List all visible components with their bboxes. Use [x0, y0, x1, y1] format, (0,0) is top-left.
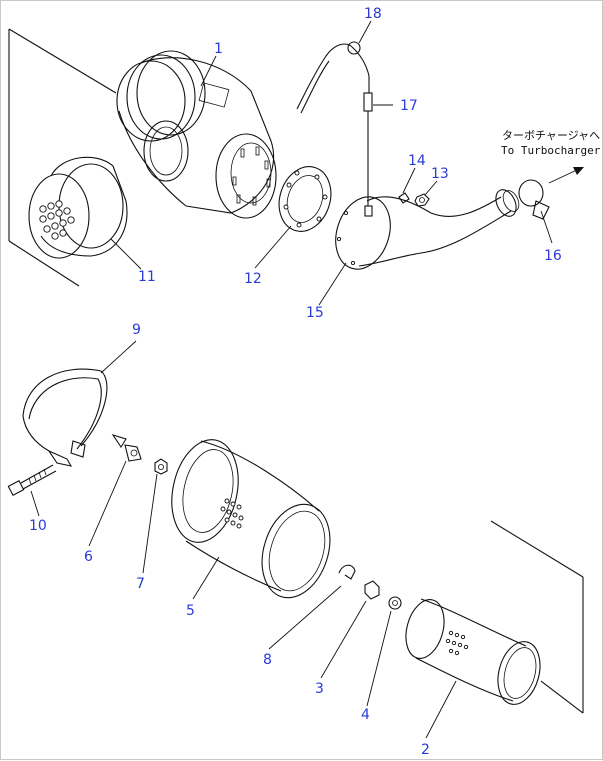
annotation-jp: ターボチャージャへ [502, 129, 600, 142]
band-bolt [7, 464, 57, 496]
callout-1: 1 [214, 41, 223, 57]
callout-11: 11 [138, 269, 156, 285]
callout-18: 18 [364, 6, 382, 22]
gasket-ring [278, 166, 332, 232]
nut-3 [364, 580, 380, 600]
turbocharger-arrow [548, 167, 584, 184]
callout-9: 9 [132, 322, 141, 338]
callout-4: 4 [361, 707, 370, 723]
callout-17: 17 [400, 98, 418, 114]
callout-10: 10 [29, 518, 47, 534]
elbow-pipe [335, 189, 520, 270]
callout-3: 3 [315, 681, 324, 697]
clip-8 [338, 564, 356, 580]
inner-filter-element [405, 520, 584, 714]
callout-14: 14 [408, 153, 426, 169]
callout-numbers: 1 2 3 4 5 6 7 8 9 10 11 12 13 14 15 16 1… [29, 6, 562, 758]
hex-nut [154, 458, 168, 475]
callout-13: 13 [431, 166, 449, 182]
sensor-harness [296, 41, 373, 217]
pipe-clamp [518, 179, 550, 220]
annotation-en: To Turbocharger [501, 144, 601, 157]
wing-nut [111, 434, 142, 462]
callout-8: 8 [263, 652, 272, 668]
mounting-band [22, 368, 108, 467]
callout-16: 16 [544, 248, 562, 264]
end-cover [28, 156, 128, 259]
callout-6: 6 [84, 549, 93, 565]
nut-and-washer [398, 192, 430, 207]
callout-7: 7 [136, 576, 145, 592]
callout-12: 12 [244, 271, 262, 287]
air-cleaner-housing [8, 28, 277, 287]
callout-2: 2 [421, 742, 430, 758]
washer-4 [388, 596, 402, 610]
leader-lines [30, 20, 553, 739]
callout-5: 5 [186, 603, 195, 619]
outer-filter-element [171, 439, 331, 599]
callout-15: 15 [306, 305, 324, 321]
